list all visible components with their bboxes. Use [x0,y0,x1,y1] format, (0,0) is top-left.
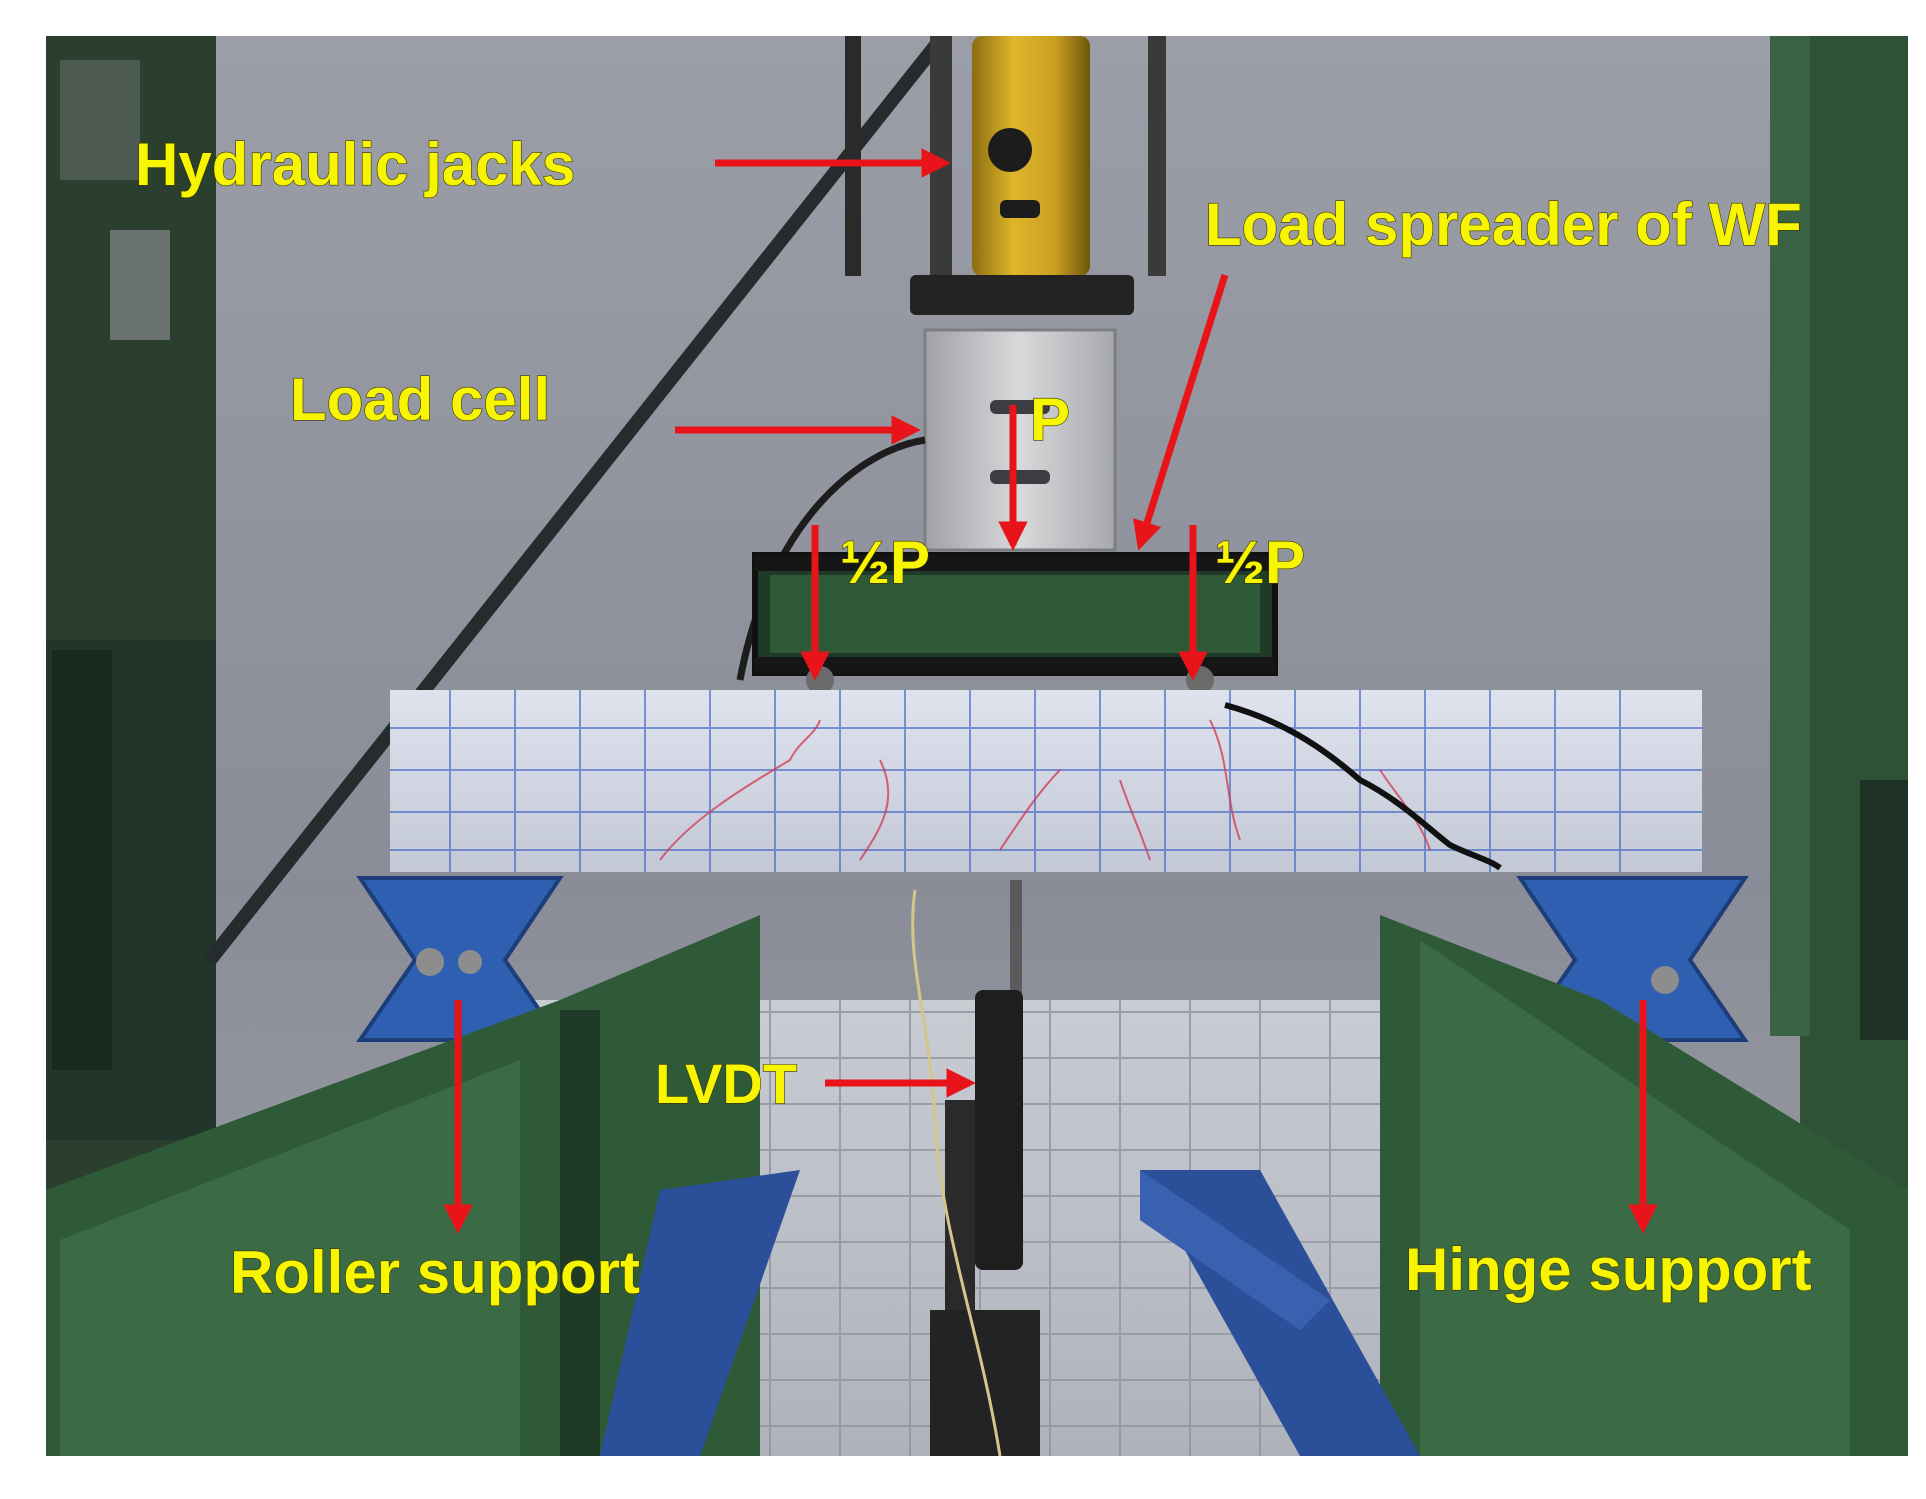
label-hydraulic-jacks: Hydraulic jacks [135,131,575,198]
label-half-p-right: ½P [1215,529,1305,596]
annotation-arrows [443,148,1658,1234]
label-half-p-left: ½P [840,529,930,596]
left-test-frame [46,915,760,1456]
left-steel-column [46,36,216,1456]
wf-load-spreader [752,552,1278,694]
label-load-p: P [1030,386,1070,453]
shear-crack [1224,702,1502,871]
label-lvdt: LVDT [655,1052,797,1115]
label-load-spreader: Load spreader of WF [1205,191,1802,258]
label-load-cell: Load cell [290,366,550,433]
hydraulic-hose [204,35,946,965]
concrete-beam [390,690,1702,872]
arrow-load-spreader [1133,273,1229,551]
label-roller-support: Roller support [230,1239,640,1306]
hydraulic-jack [845,36,1166,315]
beam-grid [390,690,1702,872]
label-hinge-support: Hinge support [1405,1236,1812,1303]
lvdt-device [911,880,1040,1457]
crack-markings [659,719,1431,861]
load-cell [736,328,1117,681]
blue-floor-frames [600,1170,1420,1456]
